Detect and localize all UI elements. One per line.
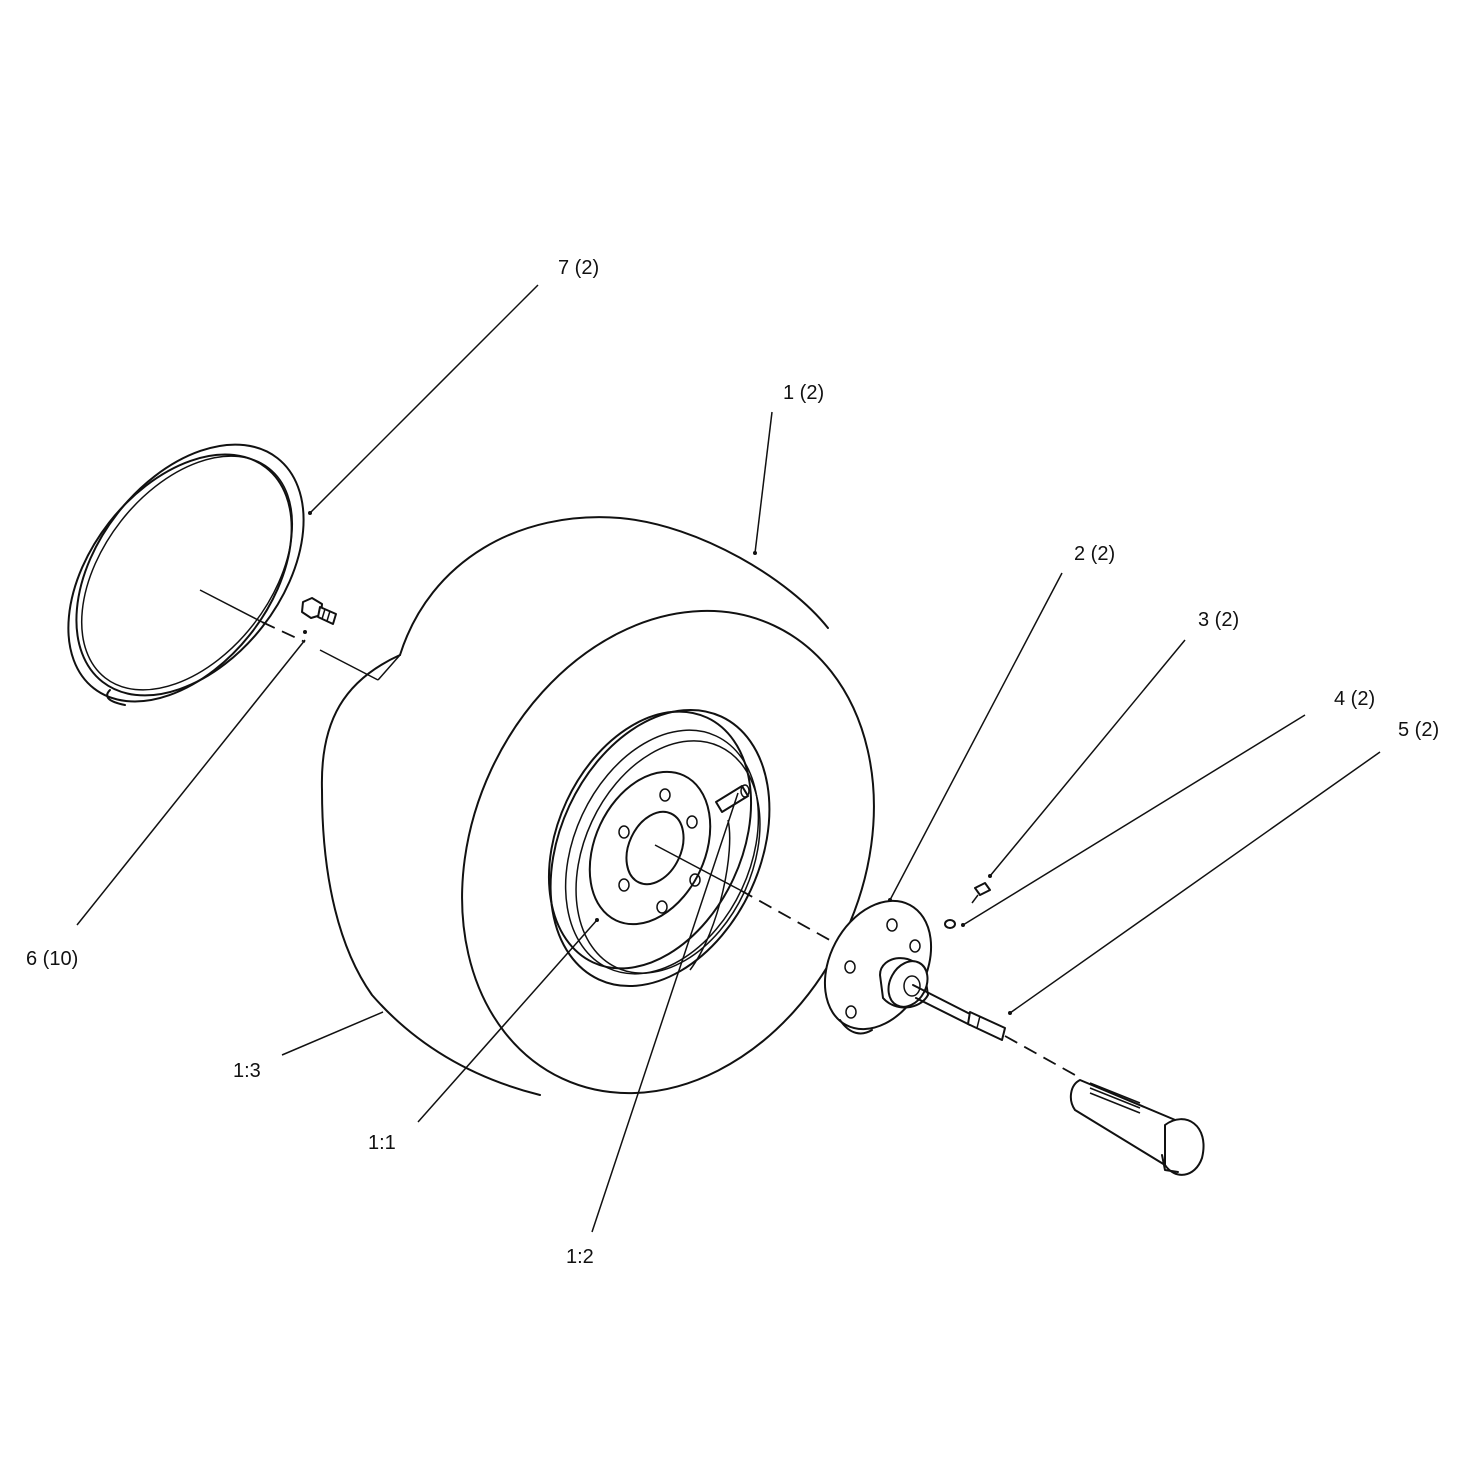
callout-7: 7 (2) — [558, 257, 599, 279]
washer-4-icon — [944, 919, 956, 929]
axis-line-ring — [199, 589, 263, 623]
key-5-icon — [912, 984, 1006, 1041]
axis-dash-hub — [739, 889, 836, 944]
callout-4: 4 (2) — [1334, 688, 1375, 710]
tire — [320, 516, 875, 1096]
callout-5: 5 (2) — [1398, 719, 1439, 741]
axle-bolt-icon — [1069, 1079, 1205, 1176]
callout-6: 6 (10) — [26, 948, 78, 970]
callout-1-3: 1:3 — [233, 1060, 261, 1082]
axis-line-hub — [654, 844, 741, 891]
callout-1: 1 (2) — [783, 382, 824, 404]
callout-2: 2 (2) — [1074, 543, 1115, 565]
axis-line-bolt — [319, 649, 379, 681]
callout-3: 3 (2) — [1198, 609, 1239, 631]
axis-dash-axle — [1004, 1035, 1076, 1076]
leader-lines — [76, 284, 1381, 1233]
grease-fitting-3-icon — [971, 882, 991, 904]
axis-dash-ring — [261, 621, 306, 643]
hub-flange — [823, 899, 933, 1035]
callout-1-2: 1:2 — [566, 1246, 594, 1268]
bolt-6-icon — [301, 597, 337, 625]
callout-1-1: 1:1 — [368, 1132, 396, 1154]
rim-ring — [67, 443, 305, 706]
